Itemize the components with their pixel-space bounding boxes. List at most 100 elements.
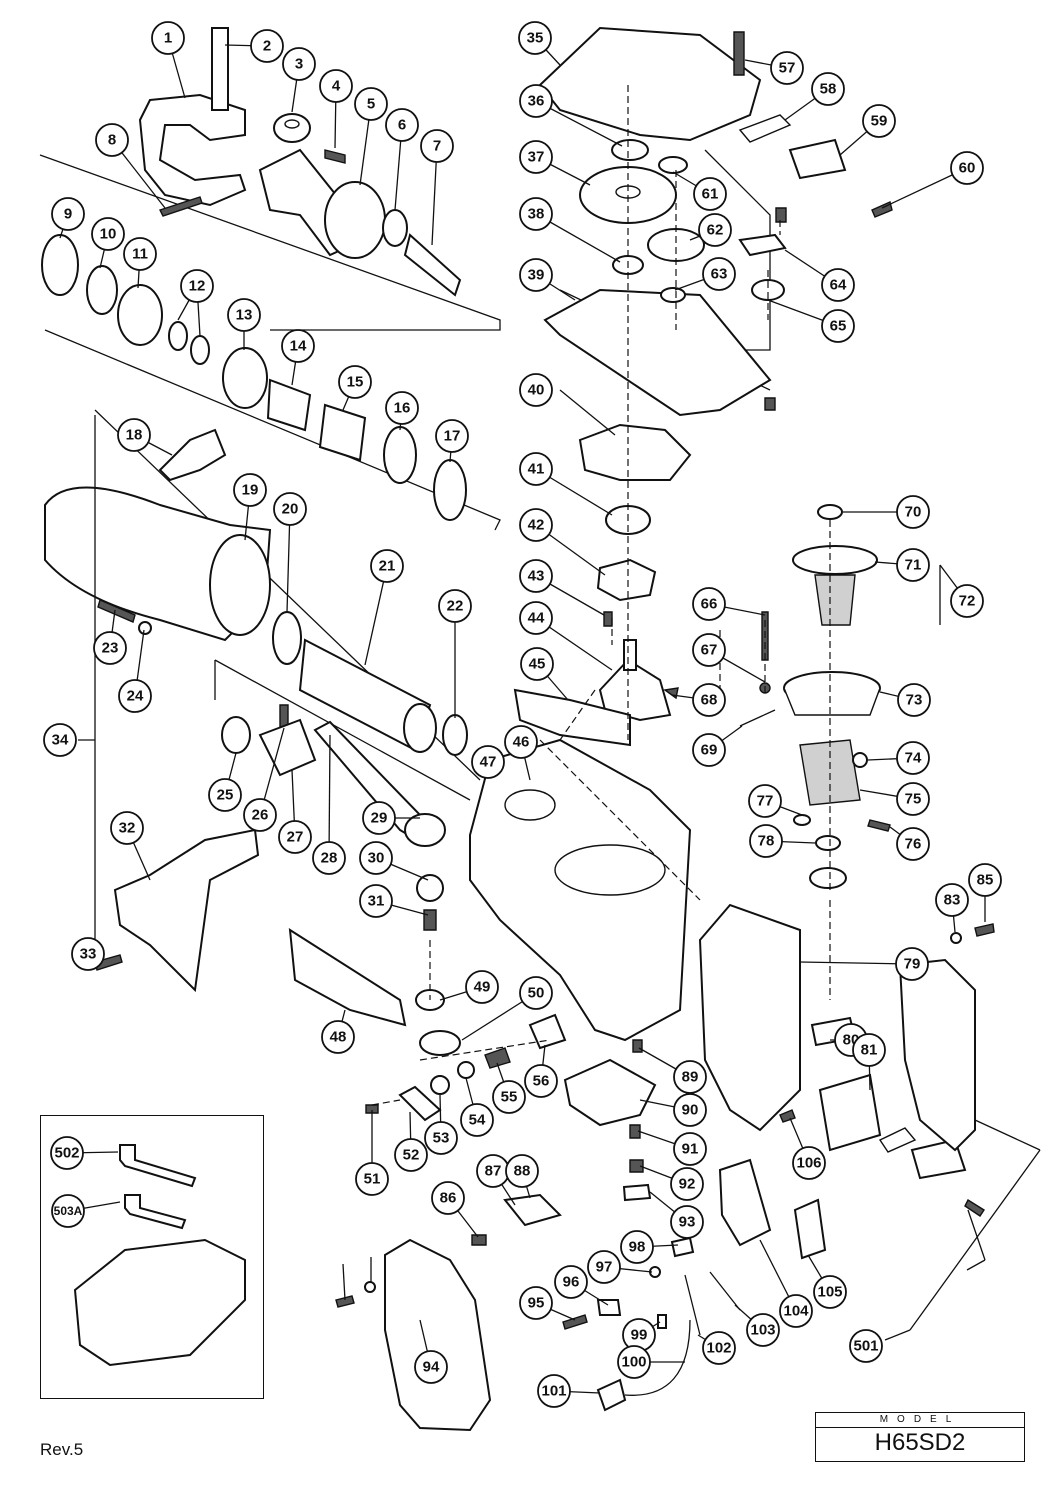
callout-number: 75 [905,791,922,808]
part-4-screw [324,149,346,164]
callout-number: 98 [629,1239,646,1256]
callout-circle [362,801,396,835]
callout-circle [414,1350,448,1384]
callout-15: 15 [338,365,372,399]
callout-90: 90 [673,1093,707,1127]
callout-circle [702,257,736,291]
callout-number: 12 [189,278,206,295]
callout-circle [670,1205,704,1239]
part-6-ring [382,209,408,247]
callout-circle [95,123,129,157]
callout-circle [282,47,316,81]
part-70-bearing [817,504,843,520]
part-62-gear [647,228,705,262]
part-57-screw [733,31,745,76]
bracket-line [884,1329,911,1341]
callout-circle [896,782,930,816]
callout-48: 48 [321,1020,355,1054]
callout-number: 61 [702,186,719,203]
callout-number: 5 [367,96,375,113]
part-63-bearing [660,287,686,303]
part-15-sleeve [318,403,367,462]
callout-8: 8 [95,123,129,157]
callout-circle [519,452,553,486]
part-44-shaft-pin [623,639,637,671]
part-2-pin [211,27,229,111]
callout-number: 64 [830,277,847,294]
callout-number: 63 [711,266,728,283]
callout-circle [385,391,419,425]
part-48-label [288,928,407,1027]
callout-circle [896,495,930,529]
callout-51: 51 [355,1162,389,1196]
callout-circle [117,418,151,452]
callout-circle [118,679,152,713]
leader-line-28 [328,734,331,859]
callout-circle [673,1060,707,1094]
callout-43: 43 [519,559,553,593]
callout-13: 13 [227,298,261,332]
callout-6: 6 [385,108,419,142]
callout-number: 103 [750,1322,775,1339]
callout-16: 16 [385,391,419,425]
callout-97: 97 [587,1250,621,1284]
callout-circle [968,863,1002,897]
part-60-screw-c [964,1198,985,1217]
callout-circle [792,1146,826,1180]
callout-45: 45 [520,647,554,681]
callout-circle [505,1154,539,1188]
callout-circle [471,745,505,779]
callout-number: 13 [236,307,253,324]
leader-line-21 [364,565,388,666]
callout-number: 11 [132,246,148,263]
callout-number: 62 [707,222,724,239]
part-20-oring [272,611,302,665]
part-31-screw [423,909,437,931]
part-105-sleeve [657,1314,667,1329]
callout-number: 104 [783,1303,809,1320]
callout-69: 69 [692,733,726,767]
callout-64: 64 [821,268,855,302]
callout-54: 54 [460,1103,494,1137]
callout-circle [250,29,284,63]
callout-number: 501 [853,1338,878,1355]
callout-circle [520,647,554,681]
callout-circle [519,559,553,593]
callout-17: 17 [435,419,469,453]
callout-number: 86 [440,1190,457,1207]
part-79-motor-cover [698,903,801,1132]
part-61-bearing [658,156,688,174]
callout-number: 23 [102,640,119,657]
callout-circle [779,1294,813,1328]
callout-circle [71,937,105,971]
callout-circle [424,1121,458,1155]
callout-75: 75 [896,782,930,816]
callout-number: 25 [217,787,234,804]
callout-29: 29 [362,801,396,835]
callout-73: 73 [897,683,931,717]
callout-circle [950,151,984,185]
callout-63: 63 [702,257,736,291]
callout-circle [420,129,454,163]
callout-circle [354,87,388,121]
callout-number: 59 [871,113,888,130]
part-24-washer [138,621,152,635]
callout-number: 53 [433,1130,450,1147]
callout-circle [151,21,185,55]
callout-circle [93,631,127,665]
part-13-washer [222,347,268,409]
callout-68: 68 [692,683,726,717]
callout-circle [273,492,307,526]
callout-circle [281,329,315,363]
callout-91: 91 [673,1132,707,1166]
callout-100: 100 [617,1345,651,1379]
callout-circle [537,1374,571,1408]
callout-number: 73 [906,692,923,709]
callout-circle [312,841,346,875]
callout-88: 88 [505,1154,539,1188]
callout-94: 94 [414,1350,448,1384]
callout-circle [692,587,726,621]
callout-circle [896,741,930,775]
callout-number: 26 [252,807,269,824]
callout-circle [460,1103,494,1137]
